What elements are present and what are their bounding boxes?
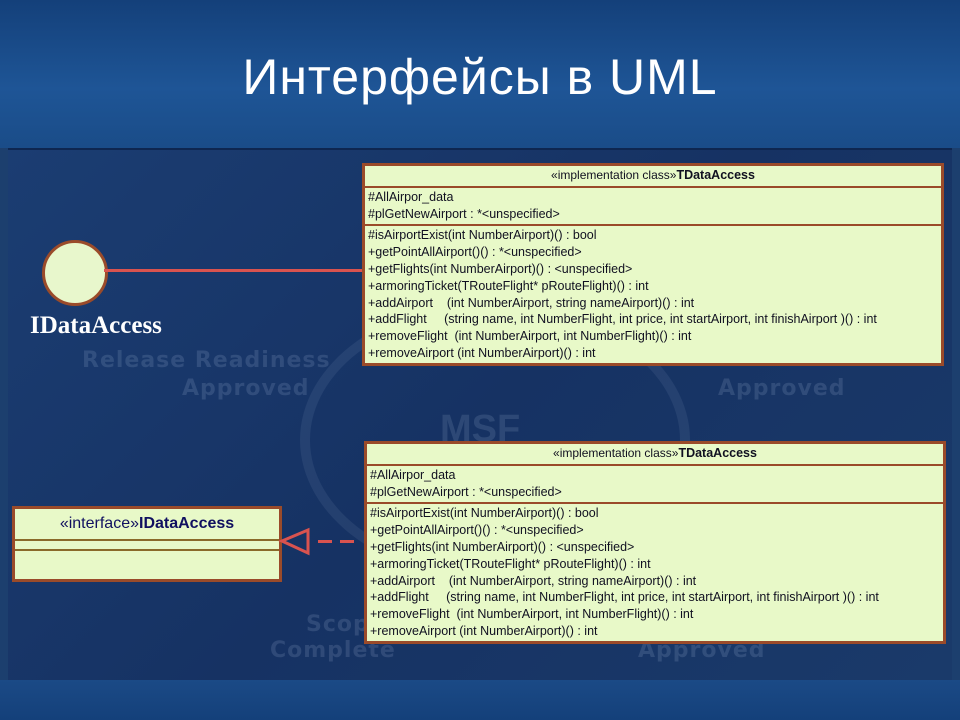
class-operations: #isAirportExist(int NumberAirport)() : b…: [367, 504, 943, 640]
class-operation: +armoringTicket(TRouteFlight* pRouteFlig…: [370, 556, 651, 571]
class-attribute: #AllAirpor_data: [368, 189, 454, 204]
class-stereotype: «implementation class»: [551, 168, 677, 182]
interface-label: IDataAccess: [30, 312, 162, 339]
watermark-text: Release Readiness: [82, 348, 331, 373]
class-operation: +removeAirport (int NumberAirport)() : i…: [368, 345, 596, 360]
class-operation: +getPointAllAirport()() : *<unspecified>: [368, 245, 582, 260]
class-name: TDataAccess: [678, 446, 757, 460]
watermark-text: Approved: [718, 376, 846, 401]
slide-title: Интерфейсы в UML: [242, 49, 718, 105]
class-operation: +getFlights(int NumberAirport)() : <unsp…: [368, 261, 633, 276]
realization-dash: [340, 540, 354, 543]
interface-box: «interface»IDataAccess: [12, 506, 282, 582]
class-operation: +addAirport (int NumberAirport, string n…: [368, 295, 695, 310]
class-box-bottom: «implementation class»TDataAccess #AllAi…: [364, 441, 946, 644]
interface-attributes: [15, 541, 279, 551]
watermark-text: Approved: [182, 376, 310, 401]
class-box-top: «implementation class»TDataAccess #AllAi…: [362, 163, 944, 366]
bottom-band: [0, 680, 960, 720]
class-operation: +armoringTicket(TRouteFlight* pRouteFlig…: [368, 278, 649, 293]
class-operation: +getFlights(int NumberAirport)() : <unsp…: [370, 539, 635, 554]
interface-stereotype: «interface»: [59, 515, 139, 532]
class-operation: #isAirportExist(int NumberAirport)() : b…: [368, 228, 597, 243]
class-stereotype: «implementation class»: [553, 446, 679, 460]
class-name: TDataAccess: [676, 168, 755, 182]
class-operation: +getPointAllAirport()() : *<unspecified>: [370, 523, 584, 538]
class-header: «implementation class»TDataAccess: [367, 444, 943, 466]
class-attribute: #plGetNewAirport : *<unspecified>: [370, 484, 562, 499]
class-operation: +addAirport (int NumberAirport, string n…: [370, 573, 697, 588]
class-attribute: #AllAirpor_data: [370, 467, 456, 482]
interface-lollipop-icon: [42, 240, 108, 306]
interface-name: IDataAccess: [139, 515, 235, 532]
class-operation: +addFlight (string name, int NumberFligh…: [368, 312, 877, 327]
class-operation: +removeFlight (int NumberAirport, int Nu…: [368, 329, 692, 344]
class-operation: +addFlight (string name, int NumberFligh…: [370, 590, 879, 605]
class-attributes: #AllAirpor_data #plGetNewAirport : *<uns…: [367, 466, 943, 505]
class-operation: +removeFlight (int NumberAirport, int Nu…: [370, 607, 694, 622]
class-attributes: #AllAirpor_data #plGetNewAirport : *<uns…: [365, 188, 941, 227]
class-operation: +removeAirport (int NumberAirport)() : i…: [370, 623, 598, 638]
realization-dash: [318, 540, 332, 543]
interface-header: «interface»IDataAccess: [15, 509, 279, 541]
class-attribute: #plGetNewAirport : *<unspecified>: [368, 206, 560, 221]
class-operation: #isAirportExist(int NumberAirport)() : b…: [370, 506, 599, 521]
class-header: «implementation class»TDataAccess: [365, 166, 941, 188]
realization-line: [104, 269, 362, 272]
class-operations: #isAirportExist(int NumberAirport)() : b…: [365, 226, 941, 362]
realization-arrowhead-icon: [278, 527, 310, 556]
title-band: [0, 0, 960, 148]
